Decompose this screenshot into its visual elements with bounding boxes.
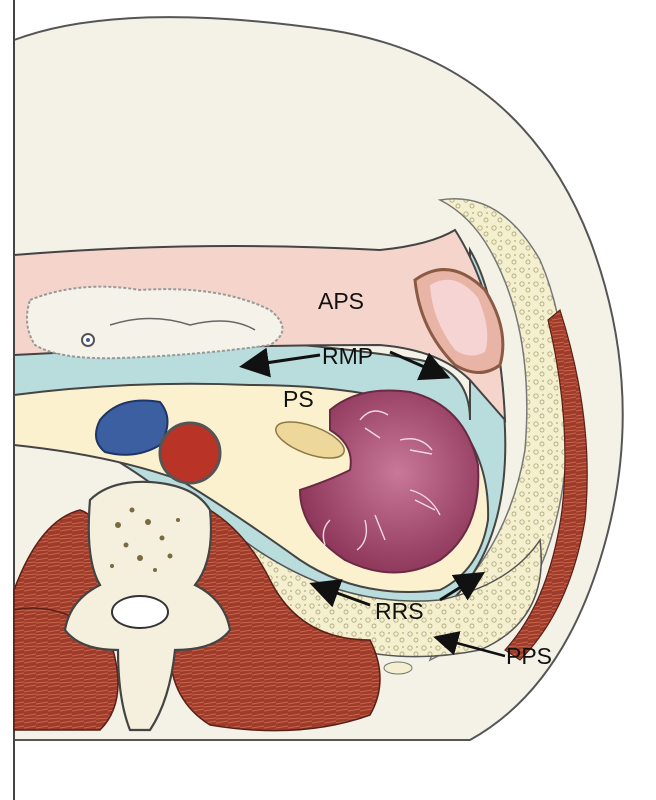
lateral-abdominal-wall-muscle [504,308,588,661]
label-rrs: RRS [375,598,424,624]
renal-pyramids [322,410,441,551]
rrs-arrow-right [439,571,486,602]
pps-pointer [433,631,506,658]
spinal-canal [111,595,169,629]
label-ps: PS [283,386,314,412]
rmp-arrow-right [389,350,451,381]
aorta [158,421,222,485]
rrs-arrow-left [309,579,371,608]
kidney [298,389,480,574]
perirenal-fat-body [275,421,345,459]
label-aps: APS [318,288,364,314]
rmp-arrow-left [239,347,321,378]
cancellous-bone [110,507,180,572]
lymph-node [383,661,413,675]
label-pps: PPS [506,643,552,669]
label-rmp: RMP [322,343,373,369]
